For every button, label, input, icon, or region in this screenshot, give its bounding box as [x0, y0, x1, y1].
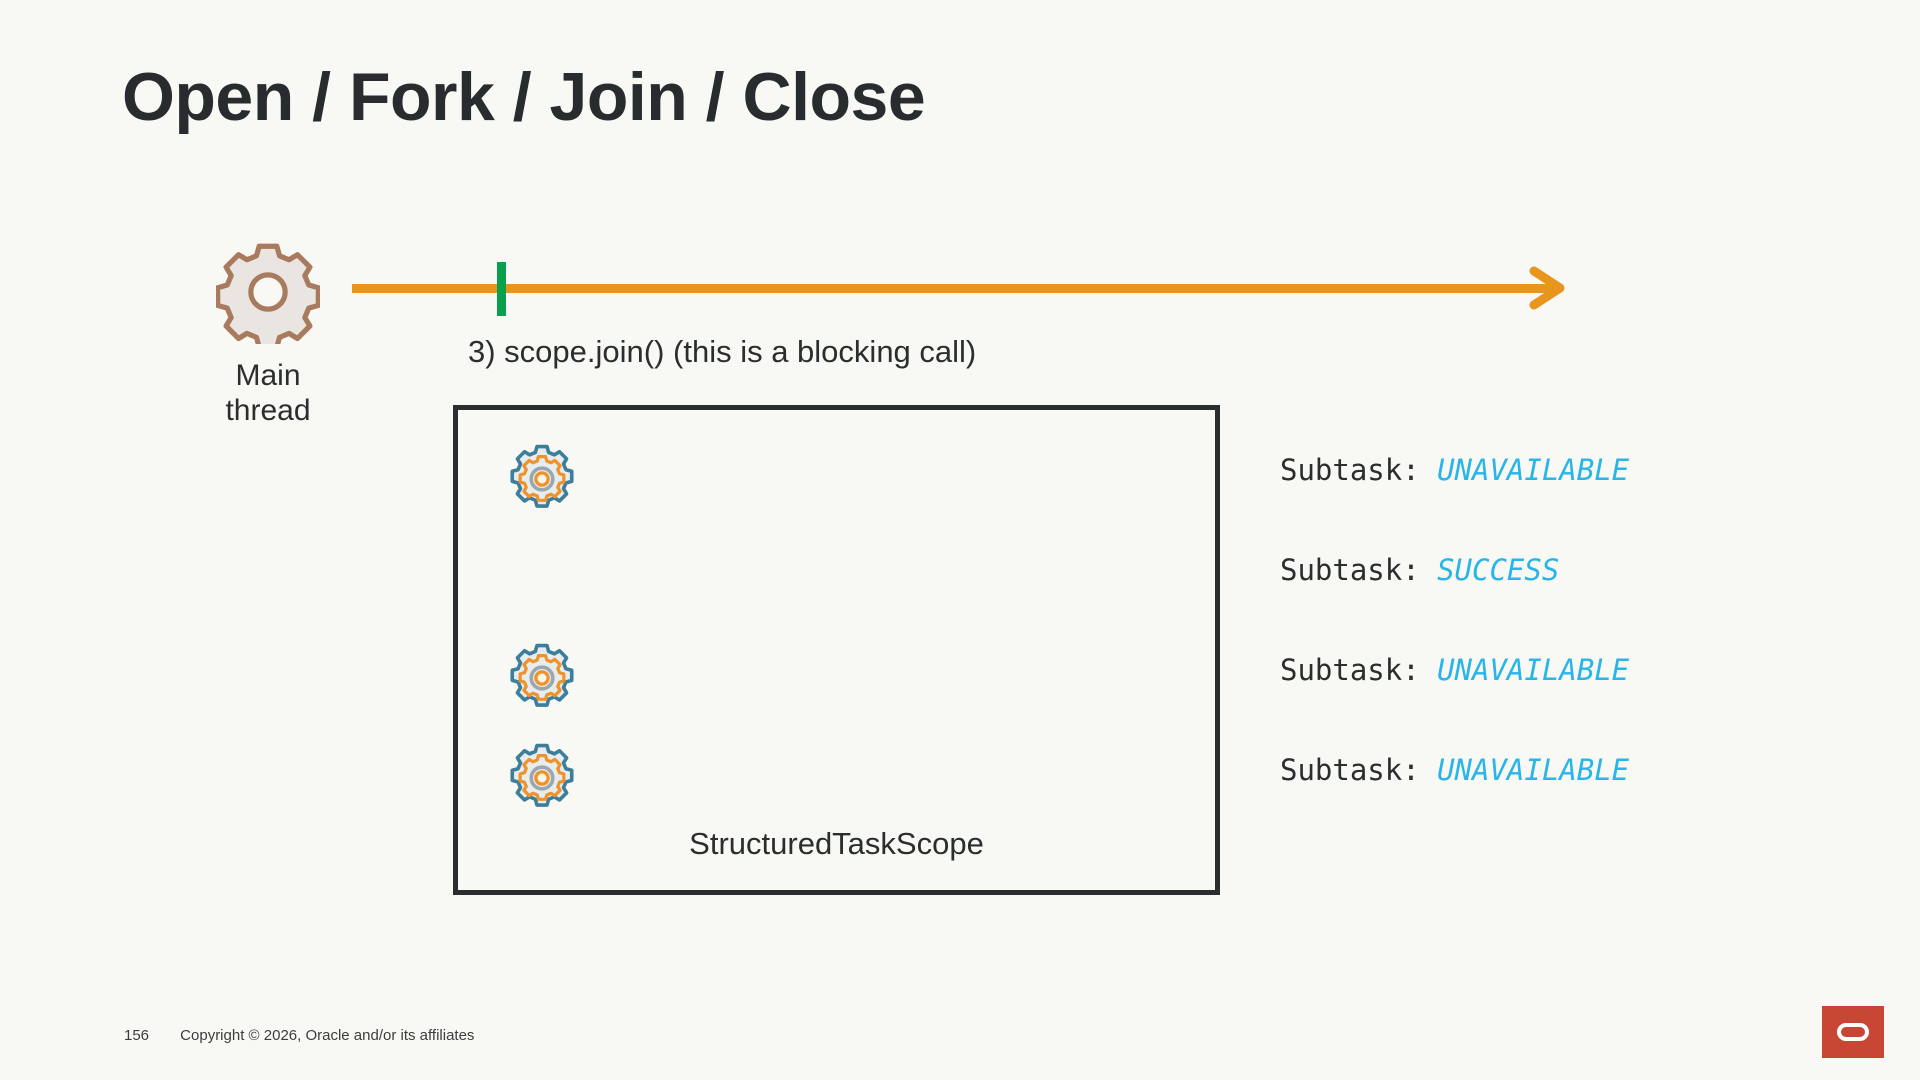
status-badge: UNAVAILABLE [1437, 453, 1630, 487]
gear-icon [510, 743, 574, 807]
footer: 156 Copyright © 2026, Oracle and/or its … [124, 1027, 474, 1044]
join-caption: 3) scope.join() (this is a blocking call… [468, 334, 977, 369]
arrow-right-icon [1529, 266, 1565, 310]
structured-task-scope-box: StructuredTaskScope [453, 405, 1220, 895]
status-row: Subtask: UNAVAILABLE [1280, 746, 1800, 846]
main-thread-group: Main thread [198, 240, 338, 429]
gear-icon [216, 243, 320, 344]
status-badge: UNAVAILABLE [1437, 653, 1630, 687]
status-row: Subtask: UNAVAILABLE [1280, 646, 1800, 746]
gear-icon [510, 444, 574, 508]
status-badge: SUCCESS [1437, 553, 1560, 587]
page-title: Open / Fork / Join / Close [122, 59, 926, 135]
subtask-status-list: Subtask: UNAVAILABLE Subtask: SUCCESS Subt… [1280, 446, 1800, 846]
main-thread-label: Main thread [225, 359, 311, 428]
status-row: Subtask: SUCCESS [1280, 546, 1800, 646]
status-label: Subtask: [1280, 653, 1420, 687]
oracle-logo [1822, 1006, 1884, 1058]
status-badge: UNAVAILABLE [1437, 753, 1630, 787]
join-tick-marker [497, 262, 506, 316]
timeline-line [352, 284, 1552, 293]
status-label: Subtask: [1280, 453, 1420, 487]
status-row: Subtask: UNAVAILABLE [1280, 446, 1800, 546]
page-number: 156 [124, 1027, 150, 1044]
status-label: Subtask: [1280, 553, 1420, 587]
gear-icon [510, 643, 574, 707]
copyright-text: Copyright © 2026, Oracle and/or its affi… [180, 1027, 475, 1044]
timeline [352, 262, 1592, 320]
status-label: Subtask: [1280, 753, 1420, 787]
oracle-logo-mark [1837, 1023, 1869, 1041]
scope-label: StructuredTaskScope [689, 826, 984, 861]
